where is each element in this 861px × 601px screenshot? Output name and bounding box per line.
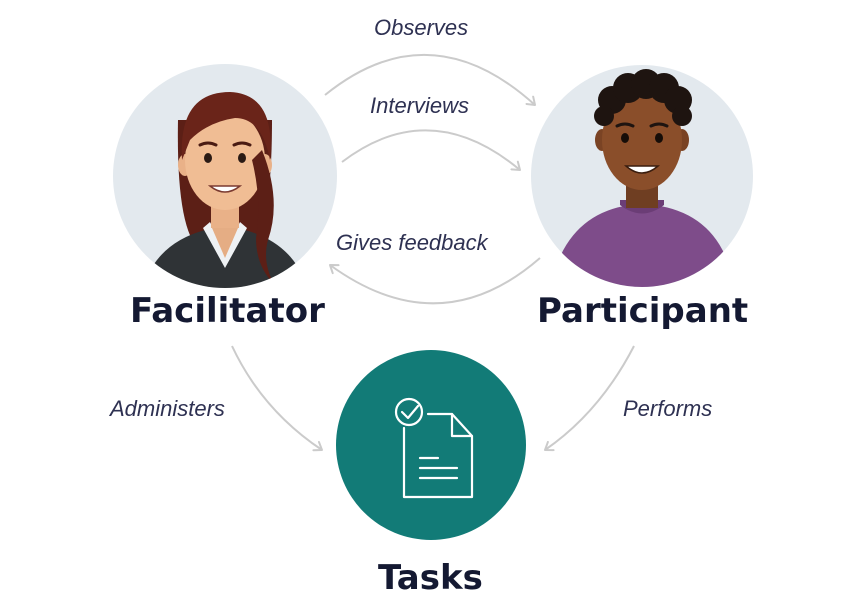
arrow-performs (544, 345, 635, 452)
edge-label-interviews: Interviews (370, 93, 470, 118)
arrow-administers (231, 345, 323, 452)
participant-title: Participant (537, 291, 749, 331)
edge-label-administers: Administers (110, 396, 225, 421)
tasks-node (336, 350, 526, 540)
arrow-gives-feedback (329, 257, 541, 305)
edge-label-observes: Observes (374, 15, 469, 40)
participant-avatar (531, 65, 753, 287)
arrow-observes (324, 54, 536, 106)
task-document-check-icon (394, 397, 474, 499)
edge-label-performs: Performs (623, 396, 713, 421)
arrow-interviews (341, 129, 521, 171)
facilitator-avatar (113, 64, 337, 288)
tasks-title: Tasks (378, 558, 483, 598)
edge-label-gives-feedback: Gives feedback (336, 230, 488, 255)
facilitator-title: Facilitator (130, 291, 325, 331)
